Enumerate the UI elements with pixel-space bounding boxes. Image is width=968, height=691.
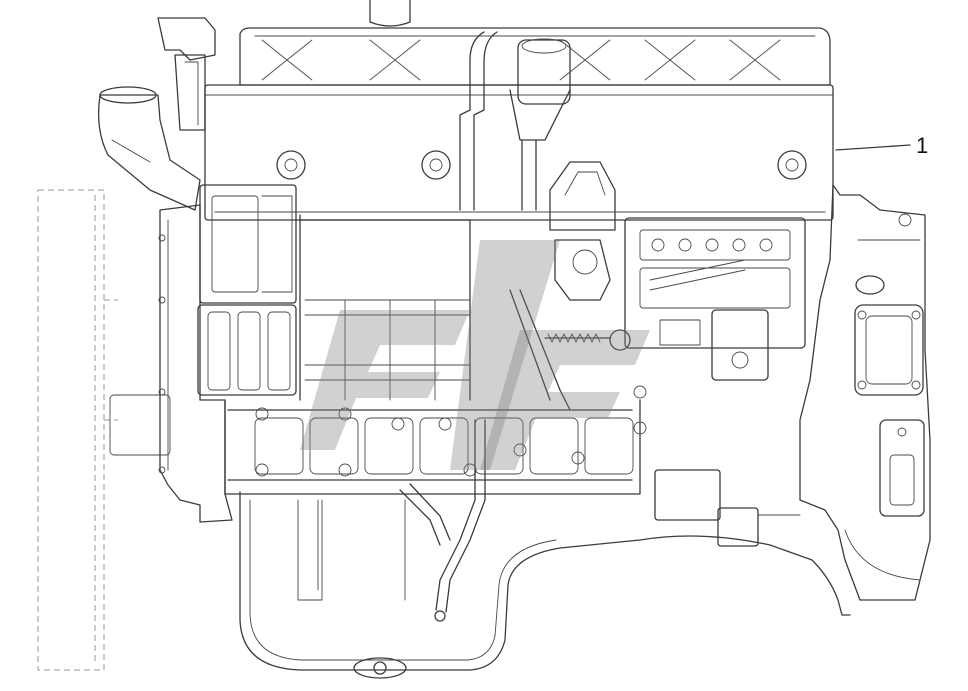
watermark-logo	[300, 240, 650, 470]
fan-phantom-outline	[37, 189, 118, 671]
fuel-injection-pump	[624, 217, 806, 381]
front-cover	[109, 184, 297, 523]
callout-1-label: 1	[916, 133, 928, 158]
callout-1: 1	[835, 133, 928, 158]
dipstick-tube	[399, 419, 486, 622]
linkage	[509, 239, 631, 411]
top-fittings	[157, 0, 616, 231]
oil-filter	[654, 469, 801, 547]
flywheel-housing	[799, 184, 931, 601]
cylinder-head-cover	[204, 27, 834, 221]
intake-elbow	[97, 54, 206, 211]
oil-pan	[239, 491, 851, 679]
